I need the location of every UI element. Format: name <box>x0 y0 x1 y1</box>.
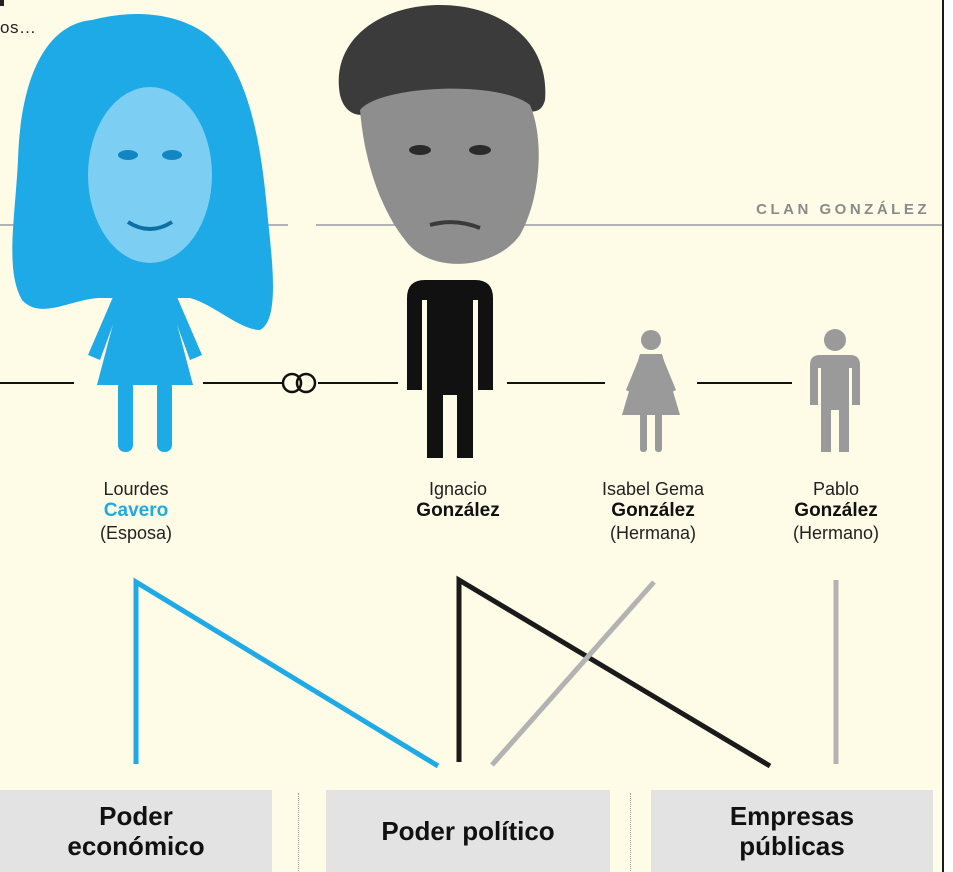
intro-text-fragment: os… <box>0 0 37 38</box>
person-role: (Hermano) <box>792 523 880 543</box>
man-figure-icon <box>407 280 493 458</box>
category-separator <box>630 793 631 871</box>
lourdes-eye-right <box>162 150 182 160</box>
ignacio-eye-right <box>469 145 491 155</box>
category-box-empresas: Empresas públicas <box>651 790 933 872</box>
link-ignacio <box>456 575 772 769</box>
person-lourdes: Lourdes Cavero (Esposa) <box>51 478 221 544</box>
ignacio-photo <box>338 5 546 264</box>
link-lourdes <box>133 577 440 769</box>
person-first-name: Lourdes <box>103 479 169 499</box>
man-figure-icon <box>810 329 860 452</box>
ignacio-mouth <box>429 220 481 230</box>
category-box-politico: Poder político <box>326 790 610 872</box>
person-isabel: Isabel Gema González (Hermana) <box>568 478 738 544</box>
person-last-name: González <box>794 500 878 521</box>
person-first-name: Pablo <box>812 479 860 499</box>
person-role: (Esposa) <box>99 523 173 543</box>
intro-text: os… <box>0 18 37 37</box>
ignacio-face <box>360 88 539 264</box>
person-first-name: Ignacio <box>428 479 488 499</box>
person-last-name: González <box>611 500 695 521</box>
ignacio-eye-left <box>409 145 431 155</box>
category-box-economico: Poder económico <box>0 790 272 872</box>
wedding-rings-icon <box>281 372 317 394</box>
category-label: Poder político <box>381 816 555 846</box>
link-isabel <box>490 580 656 767</box>
ignacio-hair <box>338 5 546 115</box>
lourdes-eye-left <box>118 150 138 160</box>
lourdes-mouth <box>126 220 174 231</box>
woman-figure-icon <box>88 282 202 452</box>
clan-title: CLAN GONZÁLEZ <box>756 201 930 218</box>
intro-mark <box>0 0 4 6</box>
page-edge-rule <box>942 0 944 872</box>
category-label: Poder económico <box>67 801 205 861</box>
lourdes-face <box>88 87 212 263</box>
person-pablo: Pablo González (Hermano) <box>751 478 921 544</box>
person-last-name: Cavero <box>103 500 169 521</box>
category-label: Empresas públicas <box>729 801 855 861</box>
person-ignacio: Ignacio González <box>373 478 543 522</box>
woman-figure-icon <box>622 330 680 452</box>
link-lines <box>133 575 839 769</box>
person-last-name: González <box>416 500 500 521</box>
category-separator <box>298 793 299 871</box>
person-first-name: Isabel Gema <box>601 479 705 499</box>
person-role: (Hermana) <box>609 523 697 543</box>
lourdes-photo <box>12 14 274 331</box>
